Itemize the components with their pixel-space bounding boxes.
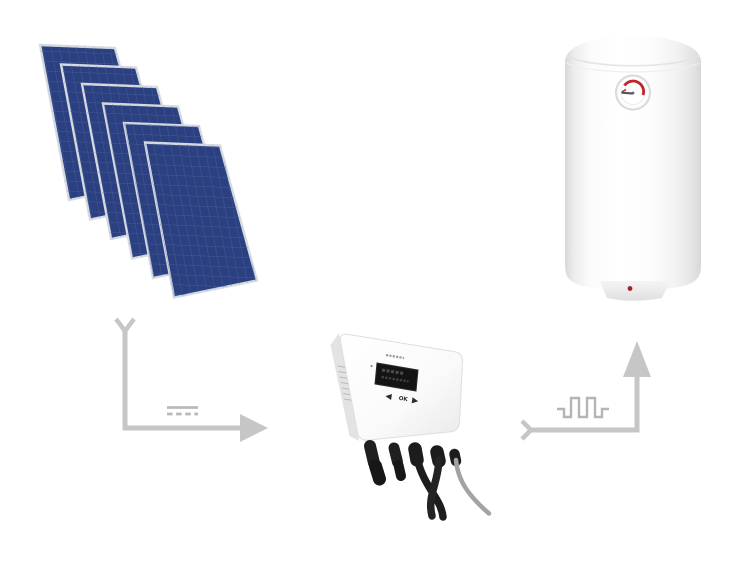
heater-top-seam-2: [566, 62, 700, 73]
dc-flow-arrow: [114, 317, 268, 442]
gauge-red-tip: [621, 88, 627, 93]
pwm-flow-arrow: [520, 341, 651, 441]
black-cable-2: [427, 456, 443, 520]
mc4-connector-2: [388, 442, 403, 468]
heater-body: [565, 36, 701, 292]
right-arrow-button: ▶: [411, 395, 419, 405]
controller-lcd-display: [370, 362, 419, 392]
controller-vent-grille: [337, 365, 353, 401]
solar-panel-cell-grid: [145, 142, 257, 298]
solar-heater-controller: ◀ OK ▶: [330, 333, 492, 521]
heater-base-cap: [600, 281, 670, 301]
heater-indicator-dot: [627, 286, 633, 291]
gauge-hub: [631, 91, 635, 95]
mc4-connector-2-tip: [393, 460, 406, 481]
water-heater: [565, 36, 701, 301]
mc4-connector-1-tip: [369, 459, 386, 486]
left-arrow-button: ◀: [385, 391, 393, 401]
ok-button: OK: [398, 396, 409, 403]
gray-cable: [453, 457, 492, 516]
controller-buttons: ◀ OK ▶: [385, 391, 420, 405]
arrow-line: [122, 329, 241, 431]
arrow-head: [240, 414, 268, 442]
controller-side-face: [330, 333, 359, 441]
pwm-square-wave-icon: [557, 396, 609, 419]
arrow-head: [623, 341, 651, 377]
dc-current-icon: [167, 406, 198, 416]
controller-cables: [364, 440, 492, 521]
solar-panel-array: [38, 43, 259, 299]
heater-top-seam: [566, 55, 700, 67]
controller-brand-mark: [385, 353, 405, 360]
display-status-dot: [370, 365, 373, 367]
gauge-needle: [621, 91, 634, 95]
temperature-gauge: [615, 74, 651, 111]
arrow-line: [529, 374, 640, 433]
gauge-red-arc: [623, 79, 645, 96]
